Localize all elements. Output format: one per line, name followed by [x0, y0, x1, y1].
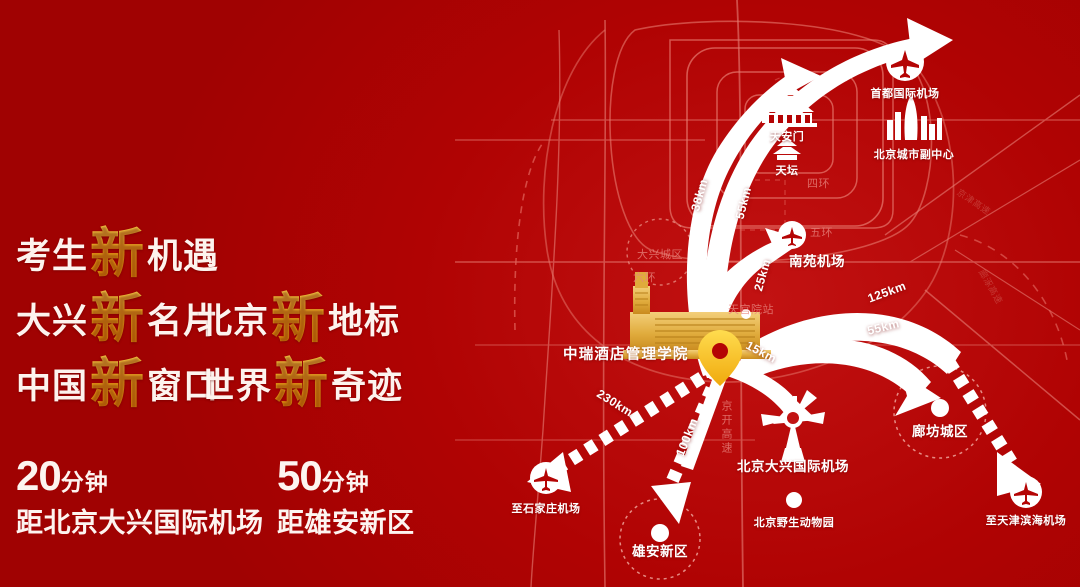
label-ring-6: 六环: [633, 272, 656, 284]
slogan-panel: 考生新机遇 大兴新名片 北京新地标 中国新窗口 世界新奇迹 20分钟 距北京大兴…: [0, 0, 470, 587]
map-vector-layer: [455, 0, 1080, 587]
slogan-3-post: 地标: [328, 302, 401, 341]
label-ring-4: 四环: [807, 178, 830, 190]
label-tiananmen: 天安门: [769, 131, 805, 143]
arrow-to-tianjin: [737, 313, 961, 374]
slogan-1-highlight: 新: [90, 224, 146, 284]
slogan-line-3: 北京新地标: [197, 292, 401, 346]
ring-road-4: [669, 39, 894, 229]
slogan-line-2: 大兴新名片: [16, 292, 220, 346]
district-boundary: [513, 139, 546, 331]
district-boundary-east: [959, 234, 1068, 361]
stat-xiongan-unit: 分钟: [321, 469, 370, 495]
arrow-to-xiongan: [651, 369, 725, 524]
shijiazhuang-airport-icon: [530, 462, 562, 494]
capital-airport-icon: [886, 43, 924, 81]
label-sub-center: 北京城市副中心: [873, 149, 955, 161]
temple-of-heaven-icon: [773, 138, 801, 160]
label-daxing-airport: 北京大兴国际机场: [737, 459, 849, 474]
slogan-3-pre: 北京: [197, 302, 270, 341]
xiongan-district-circle: [619, 498, 701, 580]
wildlife-park-dot-icon: [786, 492, 802, 508]
label-tiangongyuan-station: 天宫院站: [728, 304, 774, 316]
stat-xiongan-desc: 距雄安新区: [277, 508, 415, 538]
label-daxing-district: 大兴城区: [637, 249, 683, 261]
nanyuan-airport-icon: [778, 221, 806, 249]
tiangongyuan-station-dot-icon: [741, 309, 751, 319]
label-nanyuan-airport: 南苑机场: [789, 254, 845, 269]
label-langfang: 廊坊城区: [912, 424, 968, 439]
slogan-3-highlight: 新: [271, 289, 327, 349]
stat-daxing-number: 20: [16, 452, 62, 499]
slogan-5-post: 奇迹: [331, 367, 404, 406]
slogan-2-pre: 大兴: [16, 302, 89, 341]
arrow-to-langfang: [737, 339, 931, 400]
slogan-1-pre: 考生: [16, 237, 89, 276]
slogan-4-highlight: 新: [90, 354, 146, 414]
origin-map-pin-icon[interactable]: [698, 330, 742, 386]
sub-center-skyline-icon: [887, 96, 942, 140]
slogan-line-4: 中国新窗口: [16, 357, 220, 411]
slogan-2-highlight: 新: [90, 289, 146, 349]
label-shijiazhuang-airport: 至石家庄机场: [511, 503, 581, 515]
hotel-school-building-icon: [623, 272, 771, 359]
stat-xiongan-number: 50: [277, 452, 323, 499]
langfang-dot-icon: [931, 399, 949, 417]
label-tianjin-airport: 至天津滨海机场: [985, 515, 1067, 527]
label-xiongan: 雄安新区: [632, 544, 688, 559]
ring-road-5: [609, 20, 933, 263]
label-hotel-school: 中瑞酒店管理学院: [563, 347, 689, 363]
slogan-line-5: 世界新奇迹: [200, 357, 404, 411]
stat-daxing-unit: 分钟: [60, 469, 109, 495]
arrowhead-langfang: [895, 372, 941, 416]
label-temple-of-heaven: 天坛: [775, 165, 799, 177]
stat-daxing-desc: 距北京大兴国际机场: [16, 508, 264, 538]
daxing-airport-terminal-icon: [761, 390, 825, 462]
road-network: [455, 0, 1080, 587]
label-wildlife-park: 北京野生动物园: [753, 517, 835, 529]
tiananmen-gate-icon: [760, 89, 817, 127]
slogan-4-post: 窗口: [147, 367, 220, 406]
xiongan-dot-icon: [651, 524, 669, 542]
slogan-4-pre: 中国: [16, 367, 89, 406]
inner-dashed-boundary: [727, 179, 786, 231]
slogan-1-post: 机遇: [147, 237, 220, 276]
label-capital-airport: 首都国际机场: [870, 88, 940, 100]
label-jingkai-expressway: 京开高速: [720, 400, 732, 456]
slogan-2-post: 名片: [147, 302, 220, 341]
slogan-5-highlight: 新: [274, 354, 330, 414]
label-ring-5: 五环: [810, 227, 833, 239]
slogan-line-1: 考生新机遇: [16, 227, 220, 281]
stat-daxing-airport: 20分钟 距北京大兴国际机场: [16, 452, 264, 540]
region-map: 首都国际机场 北京城市副中心 天安门 天坛 南苑机场 大兴城区 天宫院站 北京大…: [455, 0, 1080, 587]
slogan-5-pre: 世界: [200, 367, 273, 406]
tianjin-airport-icon: [1010, 476, 1042, 508]
stat-xiongan: 50分钟 距雄安新区: [277, 452, 415, 540]
